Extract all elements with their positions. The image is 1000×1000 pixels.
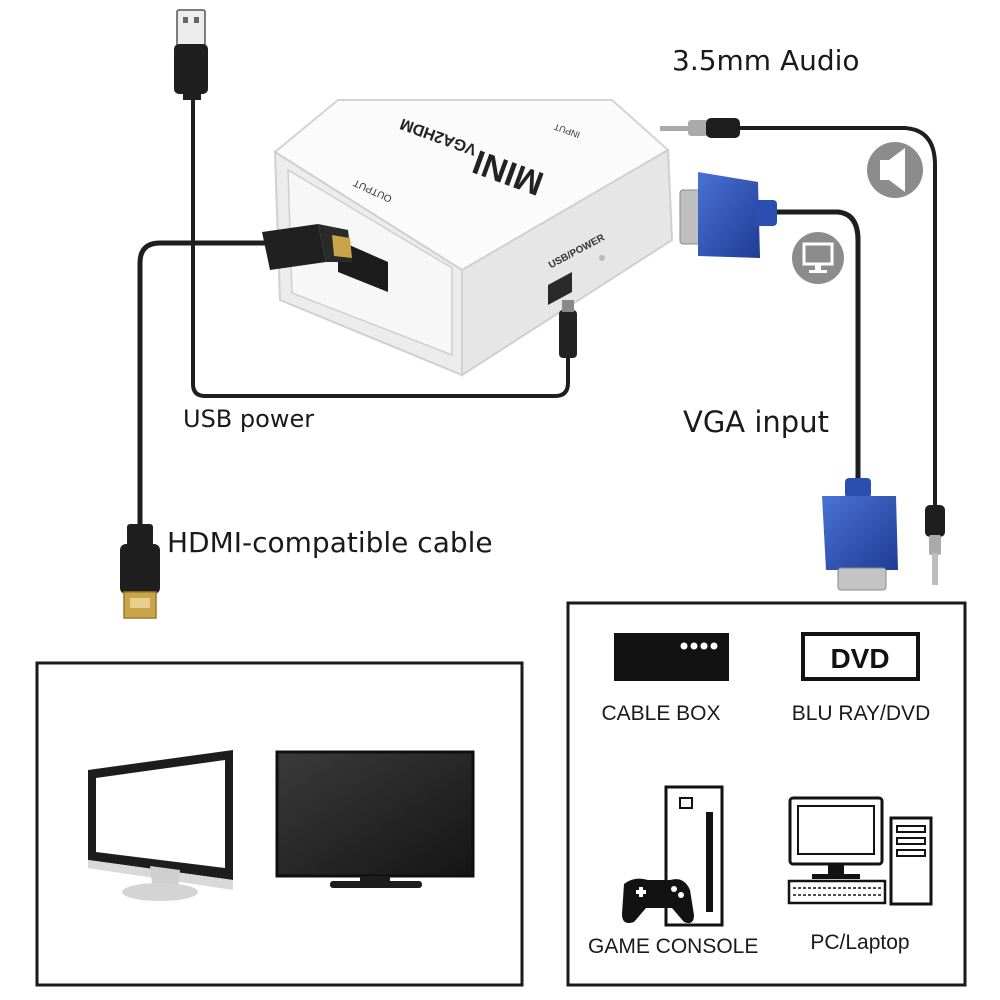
cable-box-label: CABLE BOX	[601, 702, 721, 725]
sources-box	[566, 601, 967, 987]
hdmi-cable	[137, 240, 265, 528]
pc-label: PC/Laptop	[810, 931, 910, 954]
audio-cable	[735, 126, 937, 510]
hdmi-plug-icon	[262, 224, 352, 270]
vga-connector-bottom-icon	[822, 478, 898, 591]
hdmi-cable-label: HDMI-compatible cable	[167, 526, 493, 559]
audio-label: 3.5mm Audio	[672, 44, 860, 77]
game-console-label: GAME CONSOLE	[588, 935, 759, 958]
game-console-icon	[622, 785, 724, 927]
dvd-logo: DVD	[801, 632, 920, 681]
usb-cable	[191, 92, 570, 398]
monitor-small-icon	[792, 232, 844, 284]
dvd-logo-text: DVD	[830, 643, 889, 674]
usb-plug-icon	[174, 9, 208, 100]
monitor-icon	[88, 750, 233, 901]
mini-usb-plug-icon	[559, 300, 577, 358]
converter-device: VGA2HDM MINI INPUT OUTPUT USB/POWER	[273, 99, 674, 377]
usb-power-label: USB power	[183, 405, 315, 433]
vga-cable	[772, 209, 861, 488]
cable-box-icon	[614, 633, 729, 681]
blu-ray-label: BLU RAY/DVD	[791, 702, 931, 725]
pc-icon	[787, 796, 933, 906]
speaker-icon	[867, 142, 923, 198]
tv-icon	[275, 750, 475, 888]
displays-box	[35, 661, 524, 987]
audio-jack-top-icon	[660, 118, 740, 138]
hdmi-end-plug-icon	[120, 524, 160, 619]
audio-jack-bottom-icon	[925, 505, 945, 585]
vga-connector-top-icon	[679, 172, 777, 258]
vga-input-label: VGA input	[683, 405, 829, 439]
